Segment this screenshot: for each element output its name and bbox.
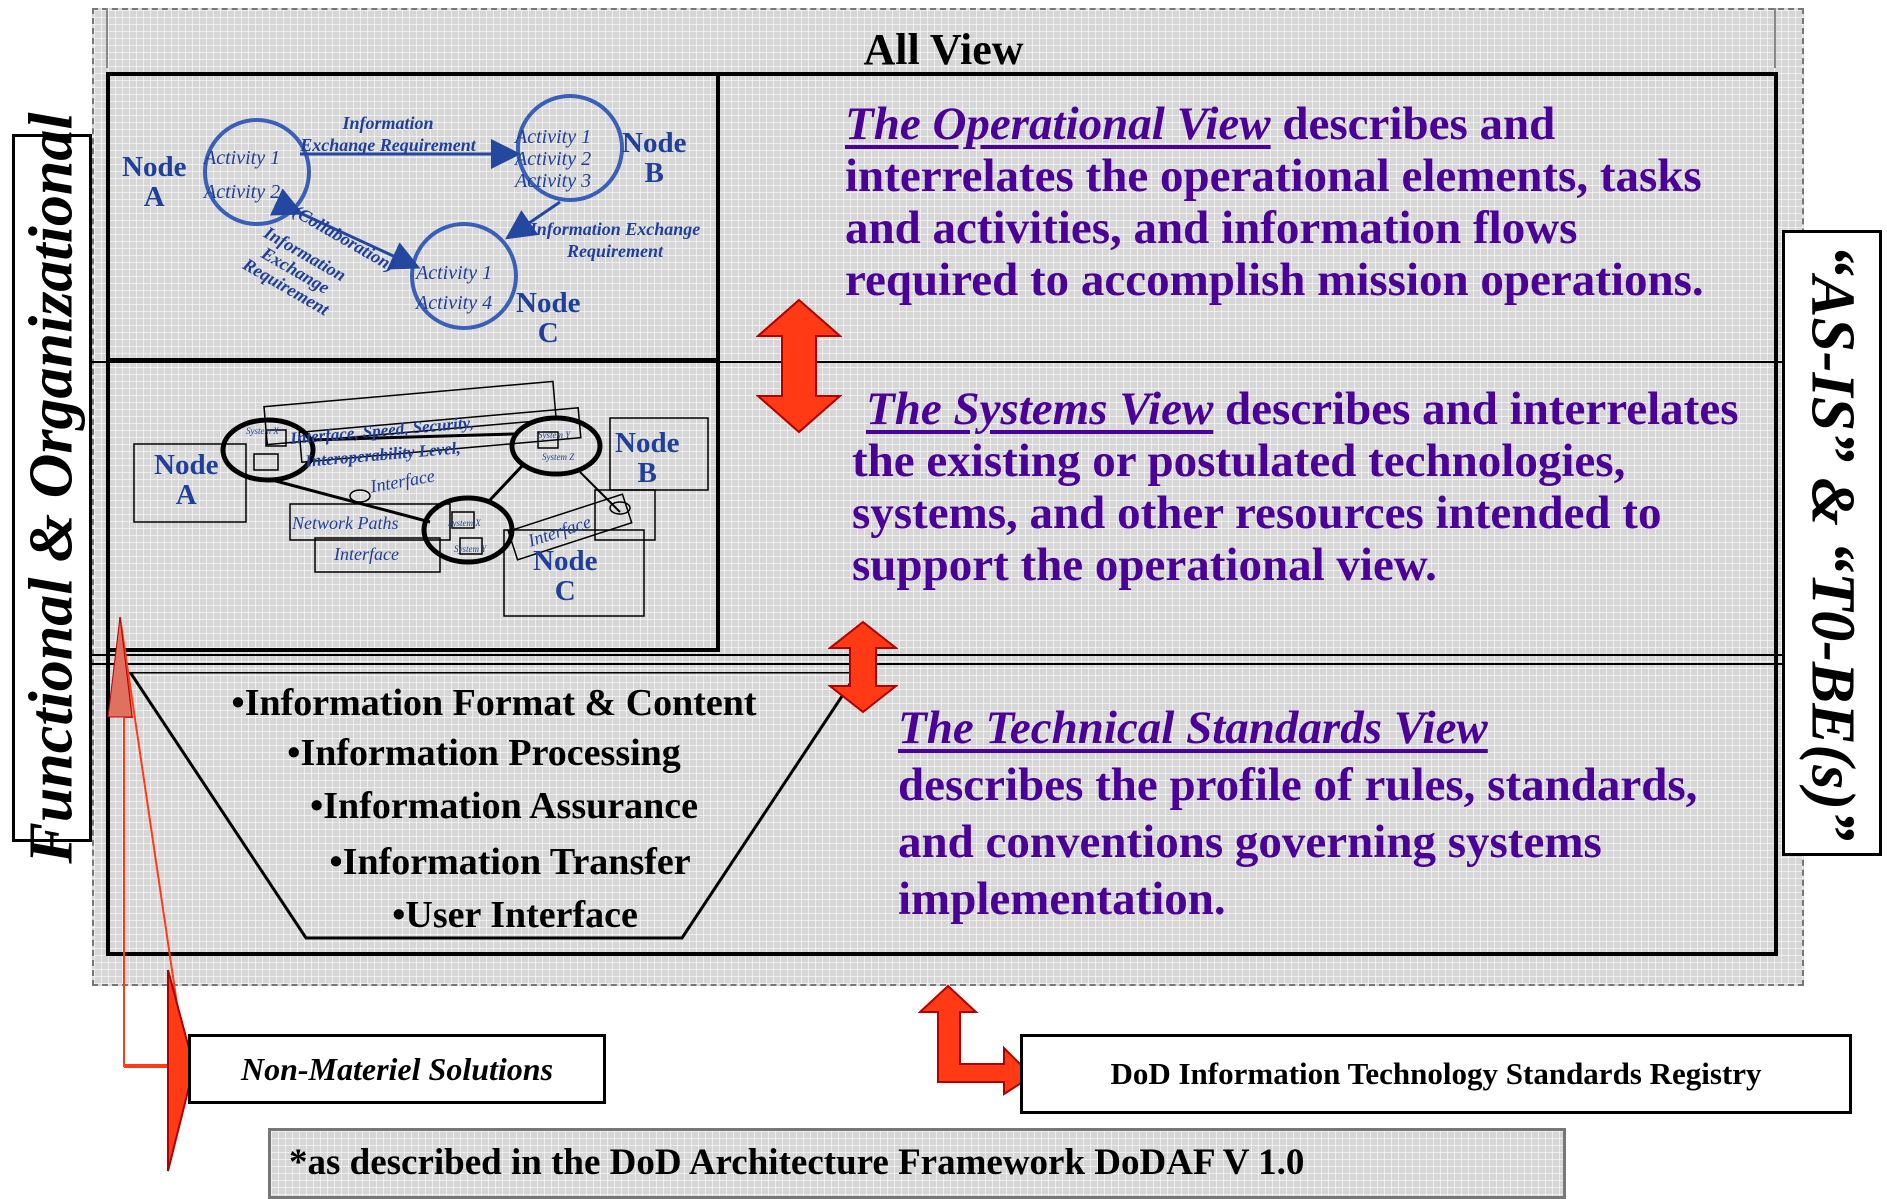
sys-interface-bottom-label: Interface [334,544,399,564]
as-is-to-be-box [1782,230,1882,856]
non-materiel-arrow [107,616,196,1172]
node-a-circle [203,118,311,226]
systems-technical-divider-2 [92,663,1792,665]
op-ier-top-label: Information Exchange Requirement [300,113,476,155]
op-node-c-activities: Activity 1 Activity 4 [416,262,493,314]
dod-registry-box: DoD Information Technology Standards Reg… [1020,1034,1852,1114]
systems-view-title: The Systems View [866,383,1214,435]
systems-view-description: The Systems View describes and interrela… [852,383,1739,591]
ier-right-arrow [505,200,561,240]
all-view-title-strip [106,8,1776,68]
node-c-circle [410,222,518,330]
systems-technical-divider [92,654,1792,656]
technical-standards-list: •Information Format & Content •Informati… [144,678,844,940]
technical-view-description: The Technical Standards View describes t… [898,700,1758,928]
operational-view-title: The Operational View [845,98,1271,150]
standard-item-assurance: •Information Assurance [309,785,699,827]
as-is-to-be-label: “AS-IS” & “T0-BE(s)” [1798,245,1867,841]
functional-organizational-label: Functional & Organizational [17,112,86,864]
sys-system-label-5: System Y [454,544,487,554]
sys-system-label-2: System Y [538,430,571,440]
sys-network-paths-label: Network Paths [292,513,399,533]
non-materiel-solutions-box: Non-Materiel Solutions [188,1034,606,1104]
systems-diagram [133,380,709,617]
operational-systems-double-arrow [756,298,842,434]
standard-item-transfer: •Information Transfer [329,841,691,883]
dodaf-footnote: *as described in the DoD Architecture Fr… [268,1128,1566,1199]
sys-system-label-3: System Z [542,452,575,462]
functional-organizational-box [12,134,92,842]
systems-technical-double-arrow [828,620,898,714]
collaboration-arrow [269,188,421,270]
operational-view-description: The Operational View describes and inter… [845,98,1704,306]
systems-diagram-box [106,358,720,652]
technical-view-title: The Technical Standards View [898,702,1488,754]
standard-item-format: •Information Format & Content [231,682,757,724]
sys-system-label-4: System X [448,518,481,528]
op-ier-right-label: Information Exchange Requirement [529,219,701,261]
standard-item-processing: •Information Processing [287,732,681,774]
standard-item-user-interface: •User Interface [392,894,638,936]
technical-standards-funnel [128,672,860,940]
all-view-title: All View [863,25,1024,74]
operational-diagram [203,94,624,330]
all-view-frame [92,8,1804,986]
operational-systems-divider [92,361,1792,363]
sys-system-label-1: System X [246,426,279,436]
op-node-a-activities: Activity 1 Activity 2 [204,147,281,203]
op-node-b-activities: Activity 1 Activity 2 Activity 3 [515,126,592,192]
